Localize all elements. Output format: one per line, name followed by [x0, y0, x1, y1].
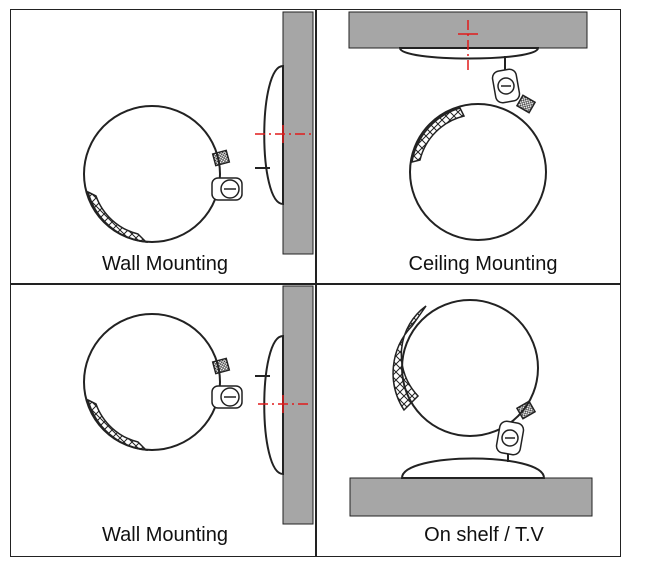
shelf-surface [349, 477, 593, 517]
speaker-unit [83, 105, 243, 243]
caption-wall-mounting-bottom: Wall Mounting [102, 524, 228, 546]
ceiling-plate [398, 47, 540, 60]
speaker-unit [83, 313, 243, 451]
wall-plate [263, 64, 284, 206]
panel-wall-mounting-bottom [83, 285, 314, 525]
knurled-knob [515, 94, 537, 114]
caption-on-shelf: On shelf / T.V [424, 524, 544, 546]
wall-plate [263, 334, 284, 476]
panel-on-shelf [349, 299, 593, 517]
wall-surface [282, 285, 314, 525]
grid-divider-horizontal [11, 283, 620, 285]
panel-ceiling-mounting [348, 11, 588, 241]
caption-ceiling-mounting: Ceiling Mounting [408, 253, 558, 275]
wall-surface [282, 11, 314, 255]
knurled-knob [515, 400, 537, 420]
shelf-base-plate [400, 457, 546, 479]
diagram-grid [10, 9, 621, 557]
panel-wall-mounting-top [83, 11, 314, 255]
caption-wall-mounting-top: Wall Mounting [102, 253, 228, 275]
speaker-grille [392, 305, 427, 412]
